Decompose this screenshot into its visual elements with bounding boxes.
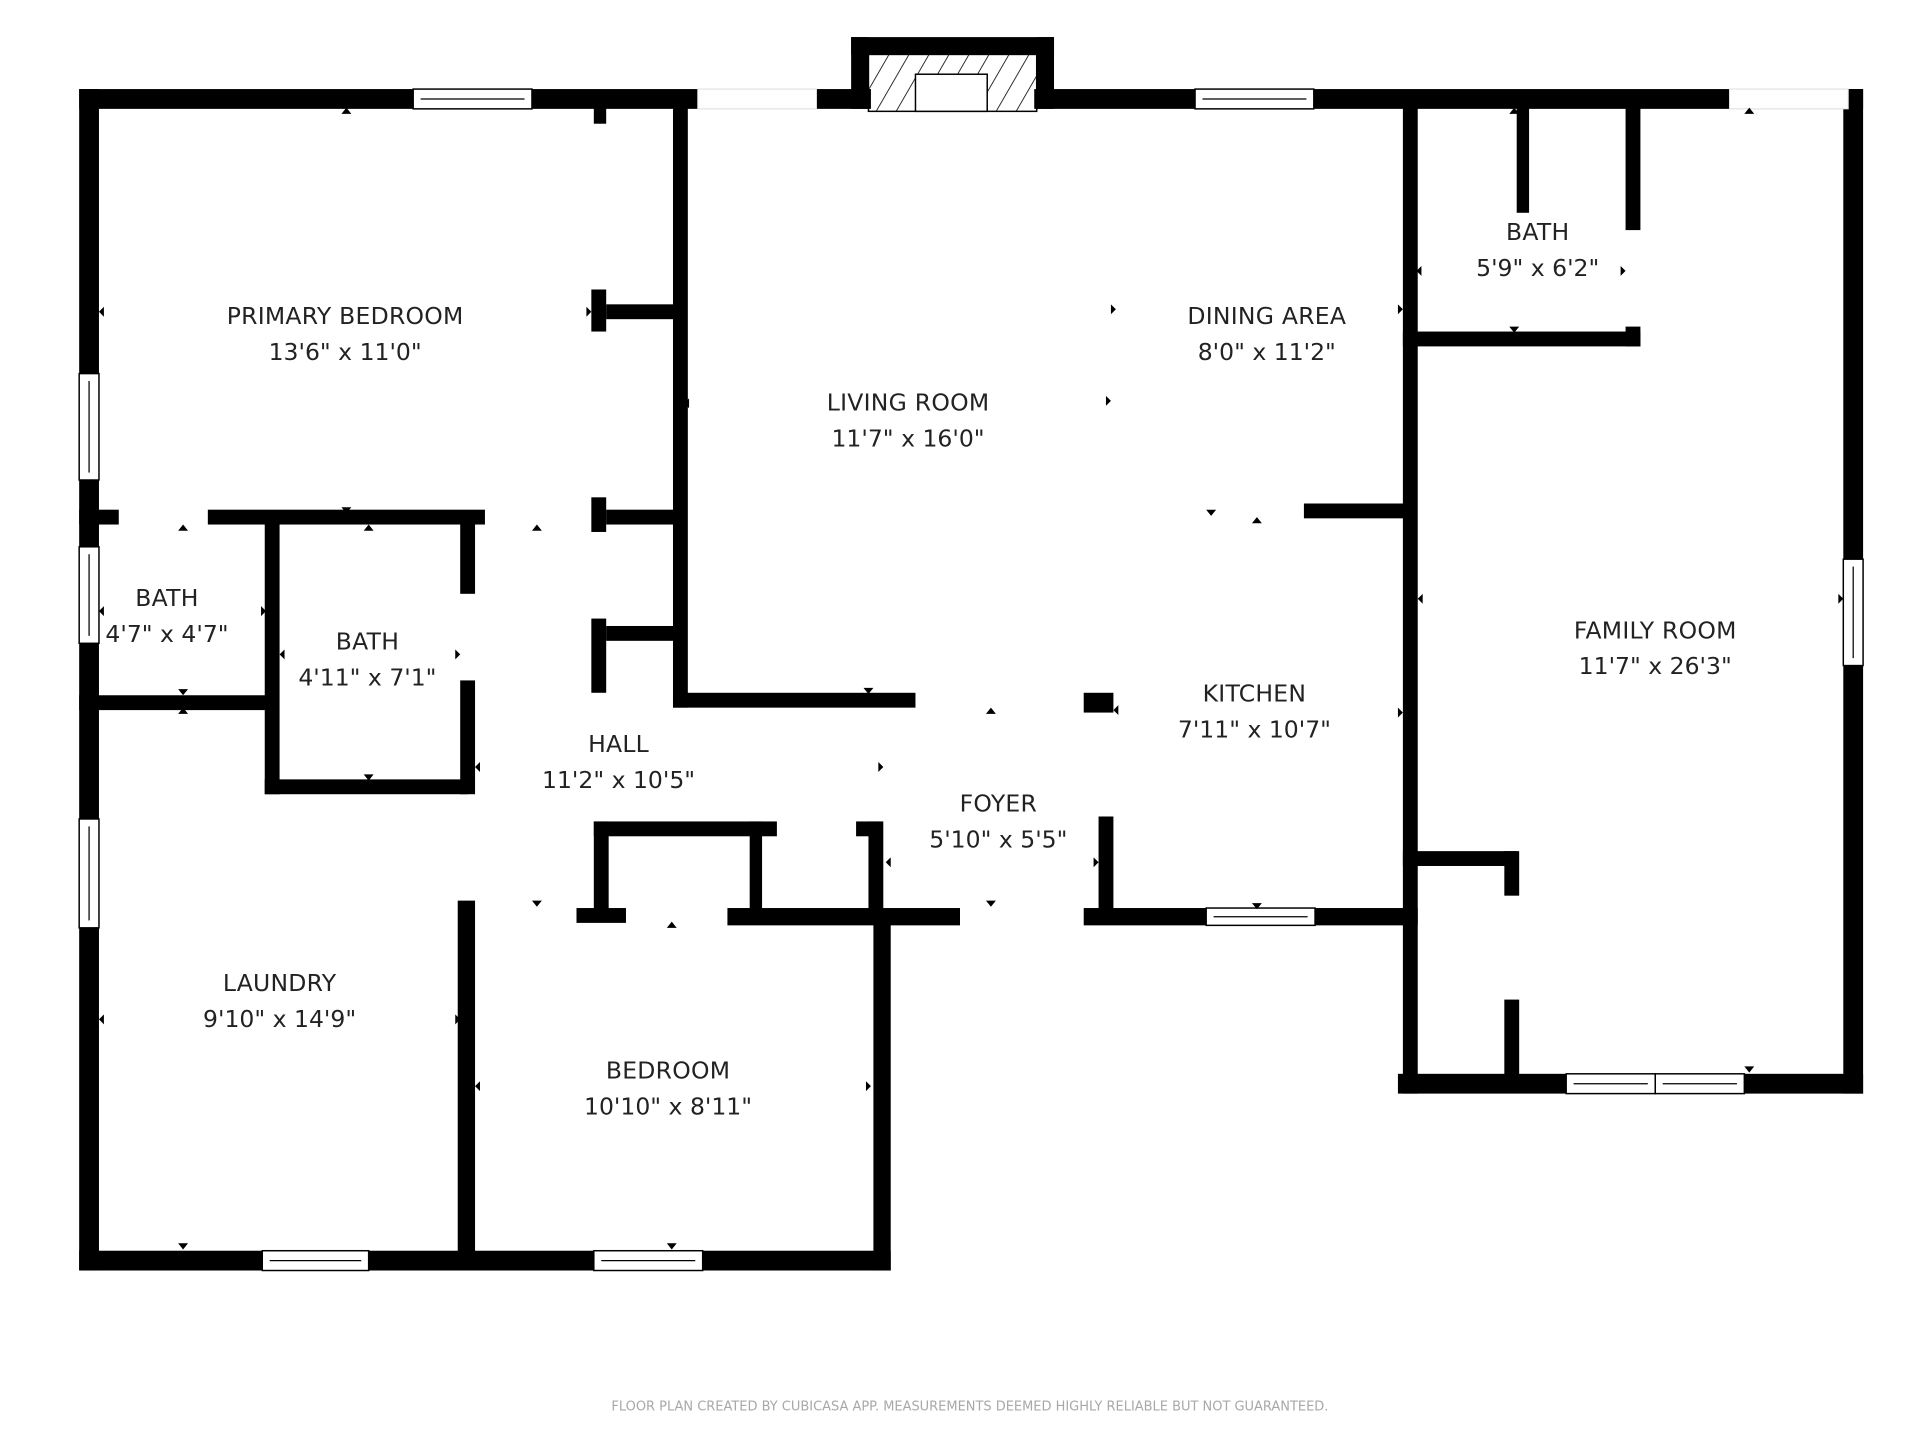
room-hall: HALL 11'2" x 10'5" [542,730,695,794]
room-dimensions: 11'7" x 26'3" [1579,652,1732,680]
room-labels: PRIMARY BEDROOM 13'6" x 11'0" BATH 4'7" … [105,218,1736,1121]
footer-disclaimer: FLOOR PLAN CREATED BY CUBICASA APP. MEAS… [611,1399,1328,1414]
room-dimensions: 11'7" x 16'0" [831,425,984,453]
room-living-room: LIVING ROOM 11'7" x 16'0" [827,389,990,453]
room-name: BATH [135,584,198,612]
measurement-ticks [98,107,1844,1250]
room-name: LIVING ROOM [827,389,990,417]
room-dimensions: 8'0" x 11'2" [1198,338,1336,366]
room-bath-small: BATH 4'7" x 4'7" [105,584,228,648]
room-name: DINING AREA [1187,302,1346,330]
room-name: BATH [1506,218,1569,246]
room-foyer: FOYER 5'10" x 5'5" [929,790,1067,854]
room-kitchen: KITCHEN 7'11" x 10'7" [1178,679,1331,743]
room-dimensions: 7'11" x 10'7" [1178,715,1331,743]
room-name: FOYER [960,790,1038,818]
room-dimensions: 5'10" x 5'5" [929,825,1067,853]
room-dimensions: 9'10" x 14'9" [203,1005,356,1033]
room-name: BATH [336,627,399,655]
room-bath-family: BATH 5'9" x 6'2" [1476,218,1599,282]
room-bedroom: BEDROOM 10'10" x 8'11" [584,1057,752,1121]
room-name: BEDROOM [606,1057,730,1085]
room-dimensions: 11'2" x 10'5" [542,766,695,794]
room-dimensions: 13'6" x 11'0" [269,338,422,366]
room-family-room: FAMILY ROOM 11'7" x 26'3" [1574,616,1737,680]
fireplace [867,53,1038,113]
room-dining-area: DINING AREA 8'0" x 11'2" [1187,302,1346,366]
room-dimensions: 4'11" x 7'1" [298,663,436,691]
room-dimensions: 5'9" x 6'2" [1476,254,1599,282]
room-name: HALL [588,730,649,758]
room-name: KITCHEN [1203,679,1307,707]
room-bath-hall: BATH 4'11" x 7'1" [298,627,436,691]
room-name: LAUNDRY [223,969,337,997]
room-dimensions: 10'10" x 8'11" [584,1093,752,1121]
room-dimensions: 4'7" x 4'7" [105,620,228,648]
room-name: FAMILY ROOM [1574,616,1737,644]
windows [78,88,1864,1272]
room-laundry: LAUNDRY 9'10" x 14'9" [203,969,356,1033]
room-primary-bedroom: PRIMARY BEDROOM 13'6" x 11'0" [227,302,464,366]
room-name: PRIMARY BEDROOM [227,302,464,330]
